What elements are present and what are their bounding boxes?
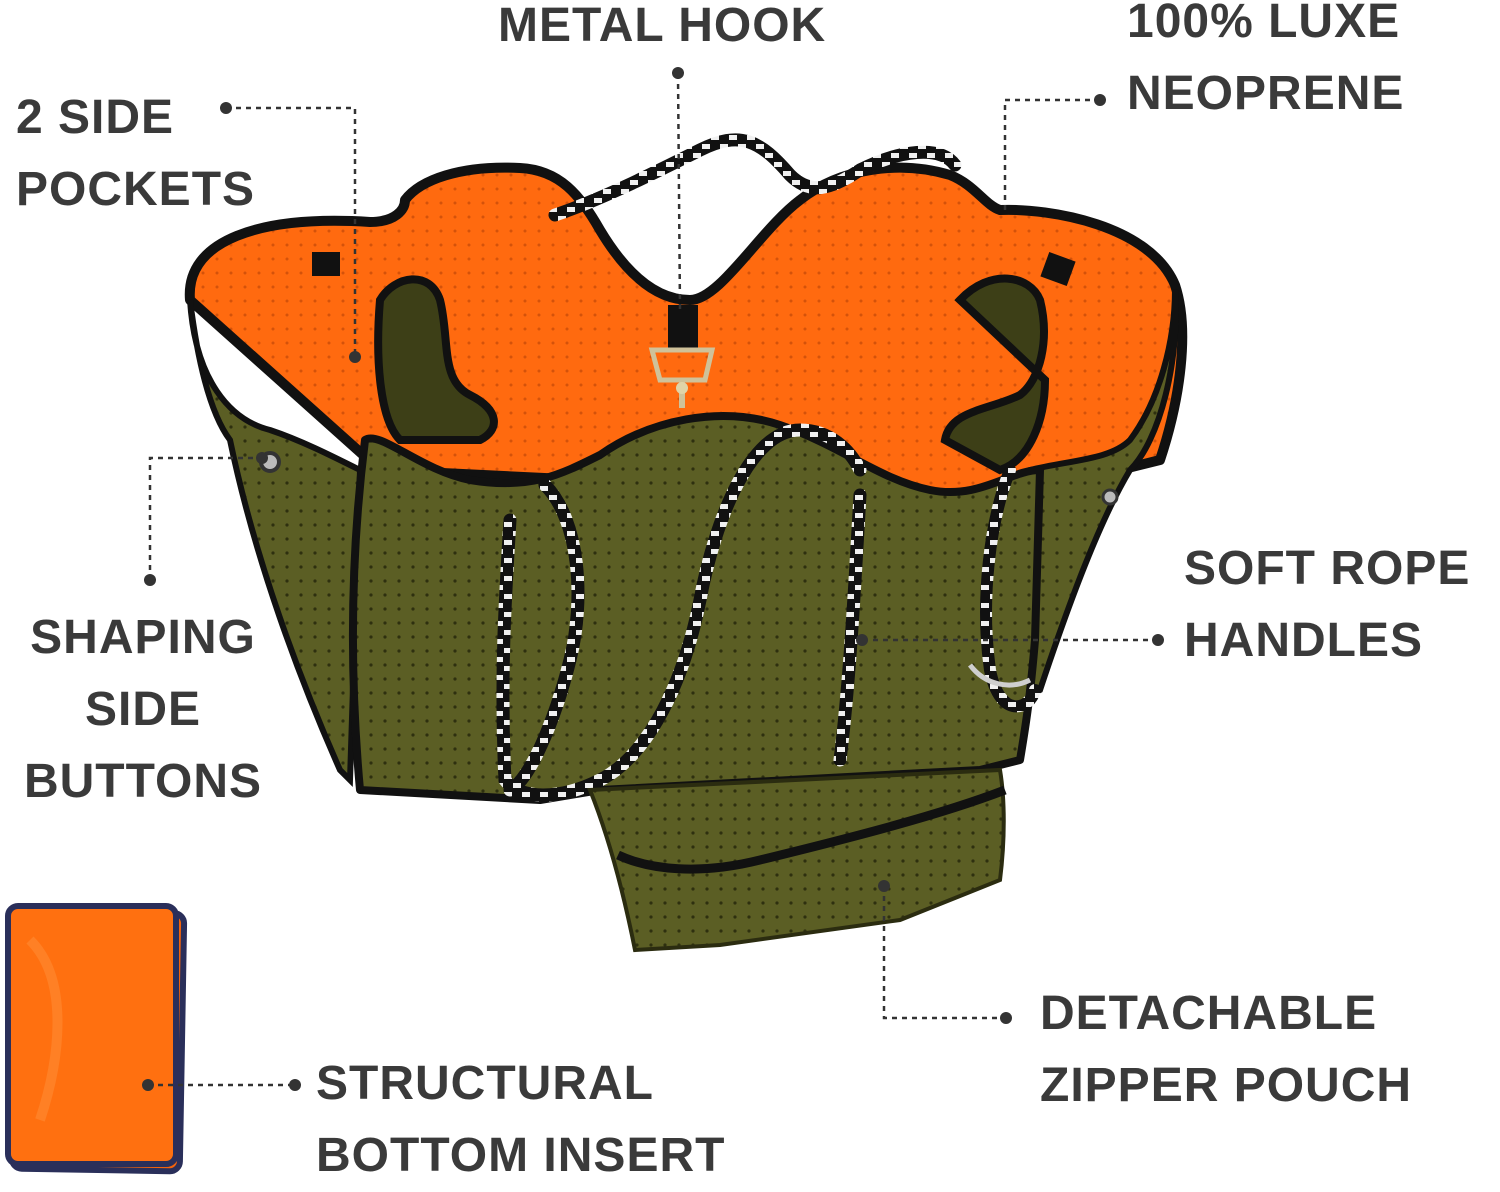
label-neoprene-line2: NEOPRENE [1127, 67, 1405, 120]
label-zipper-pouch: DETACHABLE ZIPPER POUCH [1040, 978, 1412, 1122]
line-metal-hook [676, 73, 682, 311]
right-inner-pocket [940, 274, 1050, 475]
right-side-button [1101, 488, 1119, 506]
label-rope-handles-line2: HANDLES [1184, 614, 1424, 667]
front-rope-handle-left [503, 478, 585, 797]
tote-bag [184, 133, 1188, 953]
label-side-pockets-line1: 2 SIDE [16, 91, 175, 144]
label-side-buttons-line2: SIDE [84, 683, 202, 736]
label-metal-hook-line1: METAL HOOK [498, 0, 827, 52]
metal-hook [648, 305, 716, 408]
label-neoprene-line1: 100% LUXE [1127, 0, 1401, 48]
left-side-panel [187, 299, 364, 788]
right-snap [1040, 251, 1076, 287]
top-rope-handle [548, 133, 962, 222]
zipper-pouch [587, 767, 1006, 953]
label-zipper-pouch-line1: DETACHABLE [1040, 987, 1378, 1040]
label-side-buttons: SHAPING SIDE BUTTONS [8, 602, 278, 818]
front-rope-handle-mid [496, 423, 867, 802]
label-side-buttons-line1: SHAPING [30, 611, 256, 664]
label-rope-handles: SOFT ROPE HANDLES [1184, 533, 1470, 677]
line-neoprene [1003, 98, 1100, 210]
label-side-pockets: 2 SIDE POCKETS [16, 82, 255, 226]
right-side-panel [1016, 289, 1179, 705]
line-side-buttons [148, 456, 262, 580]
side-clip [968, 663, 1032, 688]
label-zipper-pouch-line2: ZIPPER POUCH [1040, 1059, 1413, 1112]
label-bottom-insert-line2: BOTTOM INSERT [316, 1129, 726, 1182]
label-rope-handles-line1: SOFT ROPE [1184, 542, 1471, 595]
bottom-insert-board [5, 903, 188, 1175]
label-neoprene: 100% LUXE NEOPRENE [1127, 0, 1404, 130]
pouch-zipper [616, 785, 1007, 874]
side-rope-handle [980, 464, 1041, 713]
label-bottom-insert: STRUCTURAL BOTTOM INSERT [316, 1048, 725, 1192]
callout-lines [148, 73, 1158, 1087]
label-metal-hook: METAL HOOK [498, 0, 826, 62]
label-bottom-insert-line1: STRUCTURAL [316, 1057, 654, 1110]
label-side-buttons-line3: BUTTONS [23, 755, 263, 808]
left-snap [312, 252, 340, 276]
left-inner-pocket [374, 275, 498, 444]
line-side-pockets [226, 106, 357, 357]
label-side-pockets-line2: POCKETS [16, 163, 256, 216]
line-zipper-pouch [882, 886, 1006, 1020]
callout-dots [142, 67, 1164, 1091]
front-rope-handle-right [833, 488, 867, 767]
